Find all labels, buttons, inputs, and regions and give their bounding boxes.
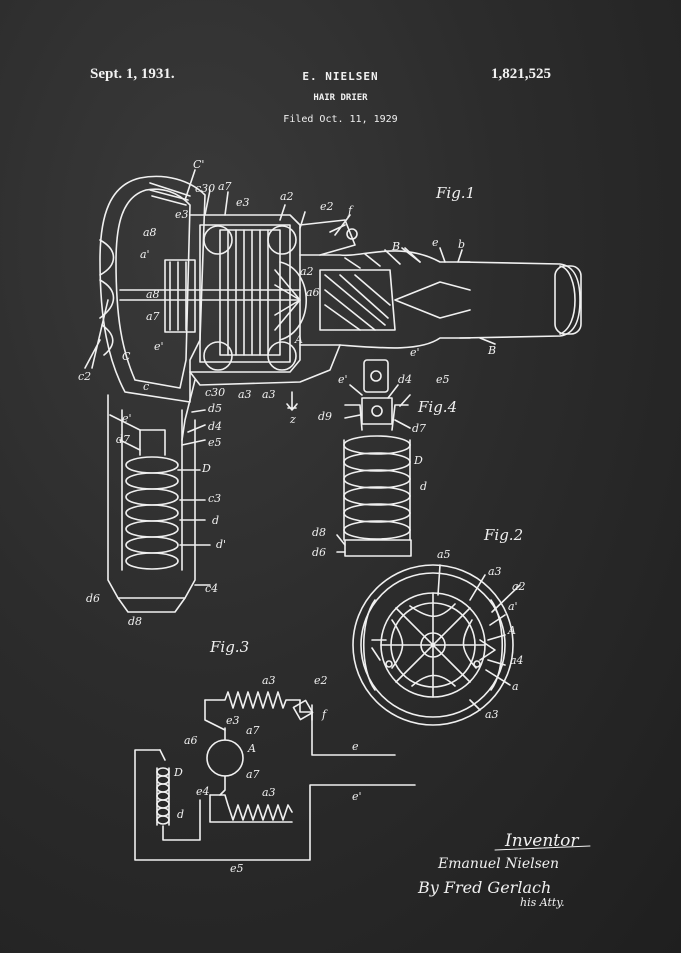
label-e5: e5	[208, 436, 222, 449]
label-a3b: a3	[262, 388, 276, 401]
attorney-label: his Atty.	[520, 896, 565, 909]
f3-label-f: f	[321, 708, 328, 721]
fig4-drawing	[336, 359, 412, 557]
f2-label-a3b: a3	[485, 708, 499, 721]
patent-header-center: E. NIELSEN HAIR DRIER Filed Oct. 11, 192…	[0, 70, 681, 125]
label-e1b: e'	[122, 412, 132, 425]
f3-label-d: d	[177, 808, 184, 821]
label-e: e	[432, 236, 439, 249]
f3-label-e2: e2	[314, 674, 328, 687]
label-a2b: a2	[300, 265, 314, 278]
label-e3: e3	[175, 208, 189, 221]
label-e2: e2	[320, 200, 334, 213]
label-a7b: a7	[146, 310, 160, 323]
fig2-drawing	[352, 564, 521, 726]
f4-label-d8: d8	[312, 526, 326, 539]
label-d7: d7	[116, 433, 130, 446]
f3-label-a7: a7	[246, 724, 260, 737]
label-c2: c2	[78, 370, 91, 383]
f3-label-a7b: a7	[246, 768, 260, 781]
label-d5: d5	[208, 402, 222, 415]
label-e1-motor: e'	[154, 340, 164, 353]
label-e3-top: e3	[236, 196, 250, 209]
f3-label-e: e	[352, 740, 359, 753]
label-b: b	[458, 238, 465, 251]
patent-number: 1,821,525	[491, 66, 551, 82]
label-C: C	[122, 350, 131, 363]
f4-label-D: D	[413, 454, 423, 467]
label-d6: d6	[86, 592, 100, 605]
label-c4: c4	[205, 582, 218, 595]
f2-label-a5: a5	[437, 548, 451, 561]
label-d1: d'	[216, 538, 226, 551]
fig3-drawing	[134, 691, 416, 861]
label-D: D	[201, 462, 211, 475]
f3-label-D: D	[173, 766, 183, 779]
inventor-name: E. NIELSEN	[302, 70, 379, 83]
label-A: A	[294, 333, 303, 346]
f2-label-a2: a2	[512, 580, 526, 593]
label-d: d	[212, 514, 219, 527]
f3-label-a3b: a3	[262, 786, 276, 799]
patent-date: Sept. 1, 1931.	[90, 66, 175, 82]
fig1-drawing	[84, 169, 582, 613]
label-c3: c3	[208, 492, 221, 505]
f4-label-d9: d9	[318, 410, 332, 423]
f4-label-e1: e'	[338, 373, 348, 386]
f3-label-e4: e4	[196, 785, 210, 798]
label-a6: a6	[306, 286, 320, 299]
fig2-title: Fig.2	[483, 526, 523, 544]
inventor-signature: Emanuel Nielsen	[437, 856, 559, 872]
f3-label-a6: a6	[184, 734, 198, 747]
label-c30b: c30	[205, 386, 225, 399]
f2-label-a1: a'	[508, 600, 518, 613]
label-a3: a3	[238, 388, 252, 401]
attorney-signature: By Fred Gerlach	[417, 878, 551, 897]
f4-label-d6: d6	[312, 546, 326, 559]
label-Bb: B	[487, 344, 496, 357]
label-d4: d4	[208, 420, 222, 433]
f3-label-a3: a3	[262, 674, 276, 687]
f4-label-d7: d7	[412, 422, 426, 435]
patent-title: HAIR DRIER	[313, 93, 368, 103]
f4-label-d: d	[420, 480, 427, 493]
filed-date: Filed Oct. 11, 1929	[283, 114, 398, 125]
label-a8b: a8	[146, 288, 160, 301]
label-C1: C'	[193, 158, 204, 171]
label-z: z	[289, 413, 296, 426]
f3-label-e1: e'	[352, 790, 362, 803]
f4-label-e5: e5	[436, 373, 450, 386]
f3-label-A: A	[247, 742, 256, 755]
fig3-title: Fig.3	[209, 638, 249, 656]
f4-label-d4: d4	[398, 373, 412, 386]
label-c: c	[143, 380, 149, 393]
label-a1: a'	[140, 248, 150, 261]
f2-label-a3: a3	[488, 565, 502, 578]
f2-label-a4: a4	[510, 654, 524, 667]
f2-label-a: a	[512, 680, 519, 693]
f3-label-e3: e3	[226, 714, 240, 727]
label-e1: e'	[410, 346, 420, 359]
label-d8: d8	[128, 615, 142, 628]
fig1-title: Fig.1	[435, 184, 475, 202]
label-a8: a8	[143, 226, 157, 239]
label-a2: a2	[280, 190, 294, 203]
label-f: f	[347, 204, 354, 217]
f3-label-e5: e5	[230, 862, 244, 875]
label-B: B	[391, 240, 400, 253]
inventor-label: Inventor	[504, 831, 579, 851]
label-a7: a7	[218, 180, 232, 193]
f2-label-A: A	[507, 624, 516, 637]
label-c30: c30	[195, 182, 215, 195]
fig4-title: Fig.4	[417, 398, 457, 416]
